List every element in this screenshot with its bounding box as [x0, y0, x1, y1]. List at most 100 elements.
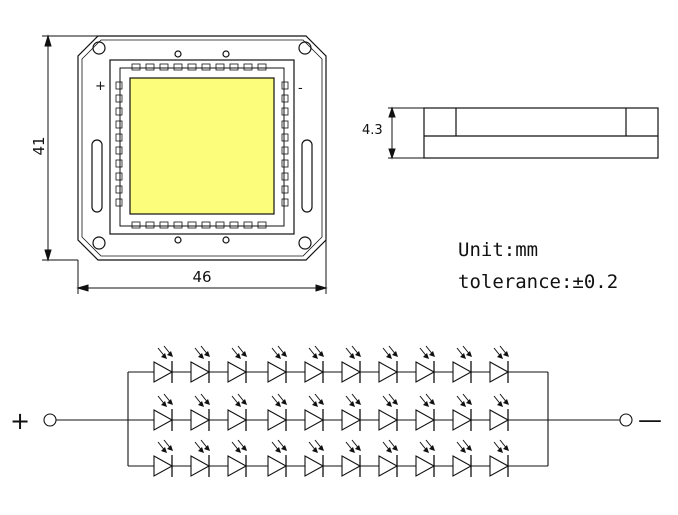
module-outline	[77, 35, 327, 261]
pad-tooth	[215, 221, 225, 229]
substrate-frame	[109, 59, 295, 235]
led-diode	[227, 345, 248, 383]
led-diode	[341, 345, 362, 383]
width-dimension	[76, 240, 328, 294]
top-pad-circle-2	[222, 50, 230, 58]
chip-minus-label: -	[298, 81, 303, 96]
pad-tooth	[115, 94, 123, 103]
led-diode	[489, 393, 510, 431]
led-diode	[341, 439, 362, 477]
led-diode	[153, 393, 174, 431]
mount-hole-top-right	[298, 41, 312, 55]
pad-tooth	[173, 63, 183, 71]
pad-tooth	[281, 146, 289, 155]
led-diode	[267, 393, 288, 431]
thickness-dimension	[388, 106, 424, 160]
tolerance-note: tolerance:±0.2	[458, 271, 618, 293]
pad-tooth	[281, 198, 289, 207]
led-array	[128, 345, 548, 477]
mount-hole-top-left	[92, 41, 106, 55]
pad-tooth	[281, 81, 289, 90]
mount-hole-bottom-left	[92, 236, 106, 250]
bond-pad-teeth	[115, 63, 289, 229]
pad-tooth	[281, 107, 289, 116]
pad-tooth	[131, 221, 141, 229]
pad-tooth	[159, 63, 169, 71]
module-side-view	[423, 107, 659, 159]
pad-tooth	[243, 221, 253, 229]
pad-tooth	[187, 63, 197, 71]
pad-tooth	[115, 185, 123, 194]
pad-tooth	[243, 63, 253, 71]
pad-tooth	[115, 133, 123, 142]
height-dimension	[42, 34, 98, 262]
led-diode	[153, 345, 174, 383]
led-diode	[190, 439, 211, 477]
height-label: 41	[30, 136, 48, 155]
pad-tooth	[115, 81, 123, 90]
pad-tooth	[145, 63, 155, 71]
pad-tooth	[257, 63, 267, 71]
pad-tooth	[115, 107, 123, 116]
led-diode	[378, 439, 399, 477]
pad-tooth	[159, 221, 169, 229]
led-diode	[153, 439, 174, 477]
led-diode	[378, 393, 399, 431]
led-diode	[304, 393, 325, 431]
led-diode	[267, 439, 288, 477]
pad-tooth	[281, 172, 289, 181]
pad-tooth	[131, 63, 141, 71]
pad-tooth	[257, 221, 267, 229]
minus-symbol: —	[638, 406, 662, 434]
led-diode	[378, 345, 399, 383]
right-slot	[301, 139, 313, 213]
circuit-schematic	[43, 345, 633, 477]
module-inner-outline	[81, 39, 323, 257]
pad-tooth	[201, 63, 211, 71]
led-diode	[227, 439, 248, 477]
led-diode	[267, 345, 288, 383]
led-diode	[190, 345, 211, 383]
pad-tooth	[115, 198, 123, 207]
pad-tooth	[281, 94, 289, 103]
bottom-pad-circle-2	[222, 236, 230, 244]
led-diode	[452, 393, 473, 431]
pad-tooth	[145, 221, 155, 229]
led-diode	[304, 439, 325, 477]
width-label: 46	[192, 268, 211, 286]
pad-tooth	[187, 221, 197, 229]
emitter-area	[129, 77, 275, 215]
minus-terminal	[619, 413, 633, 427]
led-diode	[452, 439, 473, 477]
unit-note: Unit:mm	[458, 239, 538, 261]
chip-plus-label: +	[95, 79, 106, 94]
plus-terminal	[43, 413, 57, 427]
led-diode	[452, 345, 473, 383]
led-diode	[489, 439, 510, 477]
pad-tooth	[201, 221, 211, 229]
led-diode	[415, 345, 436, 383]
left-slot	[91, 139, 103, 213]
pad-tooth	[281, 185, 289, 194]
pad-tooth	[115, 172, 123, 181]
pad-tooth	[229, 221, 239, 229]
led-diode	[190, 393, 211, 431]
bottom-pad-circle-1	[174, 236, 182, 244]
pad-tooth	[281, 133, 289, 142]
pad-tooth	[173, 221, 183, 229]
pad-tooth	[281, 159, 289, 168]
mount-hole-bottom-right	[298, 236, 312, 250]
led-diode	[415, 393, 436, 431]
led-diode	[415, 439, 436, 477]
led-diode	[341, 393, 362, 431]
led-diode	[227, 393, 248, 431]
top-pad-circle-1	[174, 50, 182, 58]
pad-tooth	[281, 120, 289, 129]
thickness-label: 4.3	[362, 123, 383, 138]
pad-tooth	[115, 159, 123, 168]
plus-symbol: +	[10, 407, 30, 435]
led-diode	[489, 345, 510, 383]
pad-tooth	[115, 146, 123, 155]
led-diode	[304, 345, 325, 383]
